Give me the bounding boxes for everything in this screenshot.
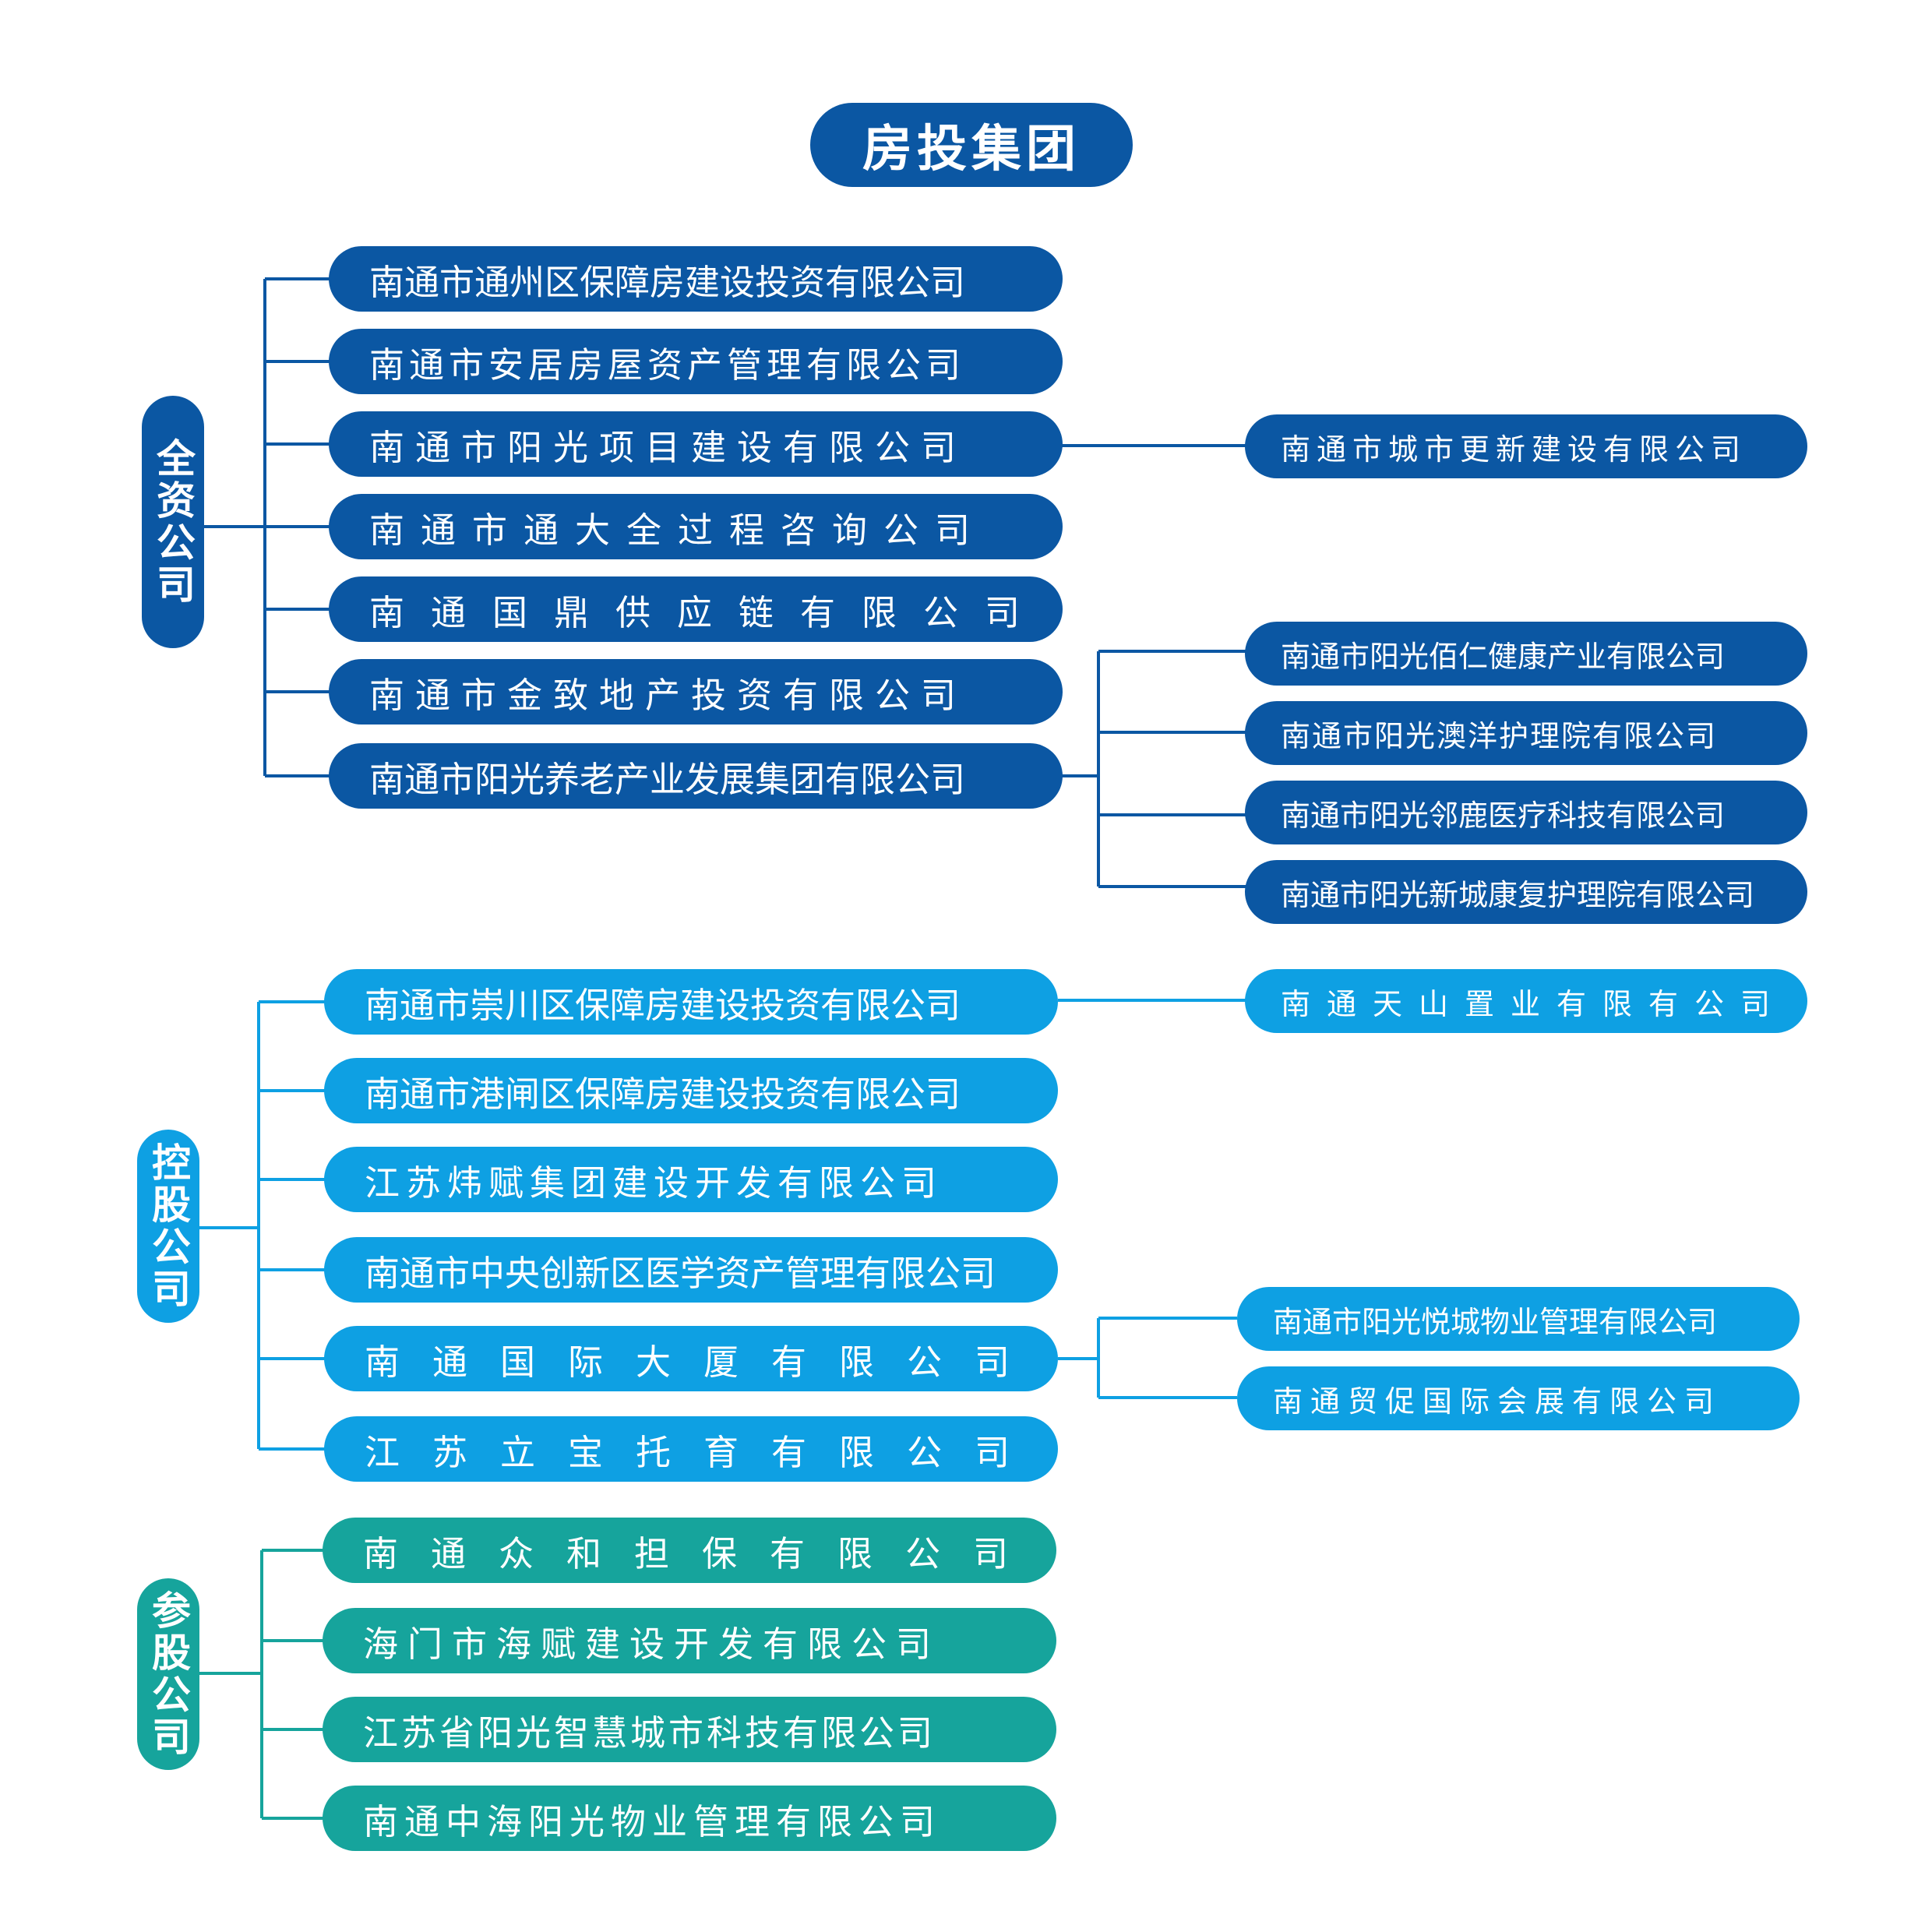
subsidiary-node: 南通市阳光邻鹿医疗科技有限公司 [1245,781,1807,844]
subsidiary-node: 南通天山置业有限有公司 [1245,969,1807,1033]
company-node: 江苏炜赋集团建设开发有限公司 [324,1147,1058,1212]
subsidiary-node: 南通市阳光澳洋护理院有限公司 [1245,701,1807,765]
subsidiary-node: 南通市阳光佰仁健康产业有限公司 [1245,622,1807,686]
subsidiary-node: 南通市阳光悦城物业管理有限公司 [1237,1287,1800,1351]
participating-connectors [199,1549,324,1820]
subsidiary-node: 南通市城市更新建设有限公司 [1245,414,1807,478]
company-node: 南通中海阳光物业管理有限公司 [323,1786,1056,1851]
wholly-owned-connectors [204,277,1246,888]
company-node: 南通市安居房屋资产管理有限公司 [329,329,1063,394]
company-node: 江苏省阳光智慧城市科技有限公司 [323,1697,1056,1762]
company-node: 南通市通州区保障房建设投资有限公司 [329,246,1063,312]
category-wholly-owned: 全资公司 [142,396,204,648]
company-node: 南通市通大全过程咨询公司 [329,494,1063,559]
company-node: 南通众和担保有限公司 [323,1518,1056,1583]
subsidiary-node: 南通市阳光新城康复护理院有限公司 [1245,860,1807,924]
company-node: 南通市港闸区保障房建设投资有限公司 [324,1058,1058,1123]
company-node: 南通国鼎供应链有限公司 [329,576,1063,642]
group-title: 房投集团 [810,103,1133,187]
company-node: 海门市海赋建设开发有限公司 [323,1608,1056,1673]
company-node: 南通国际大厦有限公司 [324,1326,1058,1391]
category-holding: 控股公司 [137,1130,199,1323]
company-node: 南通市崇川区保障房建设投资有限公司 [324,969,1058,1035]
company-node: 南通市金致地产投资有限公司 [329,659,1063,724]
subsidiary-node: 南通贸促国际会展有限公司 [1237,1366,1800,1430]
company-node: 江苏立宝托育有限公司 [324,1416,1058,1482]
holding-connectors [199,999,1246,1451]
category-participating: 参股公司 [137,1578,199,1770]
company-node: 南通市阳光项目建设有限公司 [329,411,1063,477]
company-node: 南通市阳光养老产业发展集团有限公司 [329,743,1063,809]
company-node: 南通市中央创新区医学资产管理有限公司 [324,1237,1058,1303]
